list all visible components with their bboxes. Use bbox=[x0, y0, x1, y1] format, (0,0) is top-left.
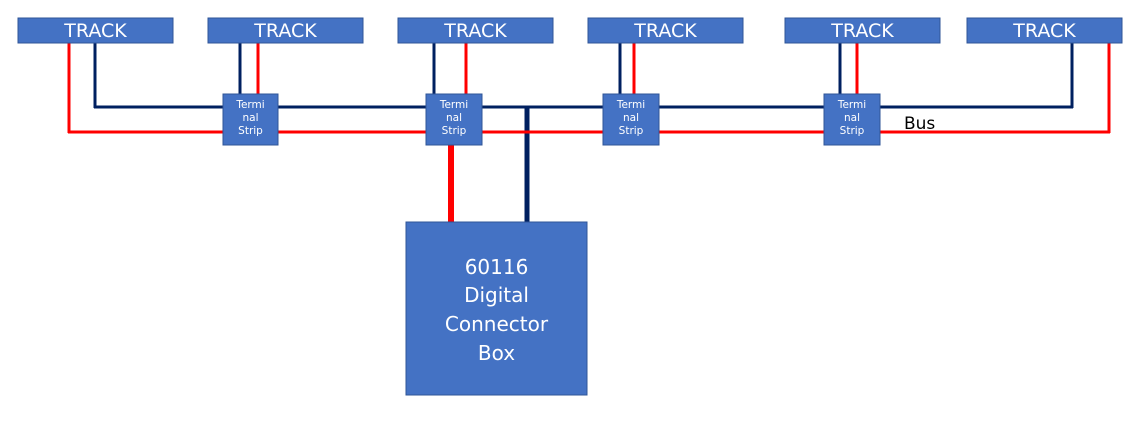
terminal-strip-line: Termi bbox=[837, 99, 866, 111]
terminal-strip-line: Strip bbox=[840, 125, 865, 137]
terminal-strips: Termi nal Strip Termi nal Strip Termi na… bbox=[222, 93, 881, 146]
bus-label: Bus bbox=[904, 114, 935, 134]
track-label: TRACK bbox=[63, 20, 127, 42]
terminal-strip-line: nal bbox=[623, 112, 639, 124]
track-box: TRACK bbox=[17, 17, 174, 44]
connector-box: 60116 Digital Connector Box bbox=[405, 221, 588, 396]
terminal-strip-line: Termi bbox=[235, 99, 264, 111]
track-label: TRACK bbox=[633, 20, 697, 42]
track-box: TRACK bbox=[966, 17, 1123, 44]
terminal-strip-line: Strip bbox=[442, 125, 467, 137]
connector-box-line: Connector bbox=[445, 312, 549, 336]
connector-box-line: Digital bbox=[464, 283, 529, 307]
connector-box-line: Box bbox=[478, 341, 515, 365]
track-label: TRACK bbox=[1012, 20, 1076, 42]
terminal-strip-line: nal bbox=[844, 112, 860, 124]
track-label: TRACK bbox=[830, 20, 894, 42]
terminal-strip: Termi nal Strip bbox=[602, 93, 660, 146]
track-box: TRACK bbox=[397, 17, 554, 44]
terminal-strip: Termi nal Strip bbox=[823, 93, 881, 146]
connector-box-line: 60116 bbox=[465, 255, 529, 279]
terminal-strip-line: Strip bbox=[619, 125, 644, 137]
terminal-strip-line: Termi bbox=[616, 99, 645, 111]
track-label: TRACK bbox=[253, 20, 317, 42]
terminal-strip: Termi nal Strip bbox=[222, 93, 279, 146]
terminal-strip-line: Strip bbox=[238, 125, 263, 137]
terminal-strip-line: Termi bbox=[439, 99, 468, 111]
tracks: TRACK TRACK TRACK TRACK TRACK TRACK bbox=[17, 17, 1123, 44]
track-box: TRACK bbox=[587, 17, 744, 44]
track-label: TRACK bbox=[443, 20, 507, 42]
track-box: TRACK bbox=[784, 17, 941, 44]
terminal-strip-line: nal bbox=[446, 112, 462, 124]
terminal-strip: Termi nal Strip bbox=[425, 93, 483, 146]
terminal-strip-line: nal bbox=[242, 112, 258, 124]
track-box: TRACK bbox=[207, 17, 364, 44]
